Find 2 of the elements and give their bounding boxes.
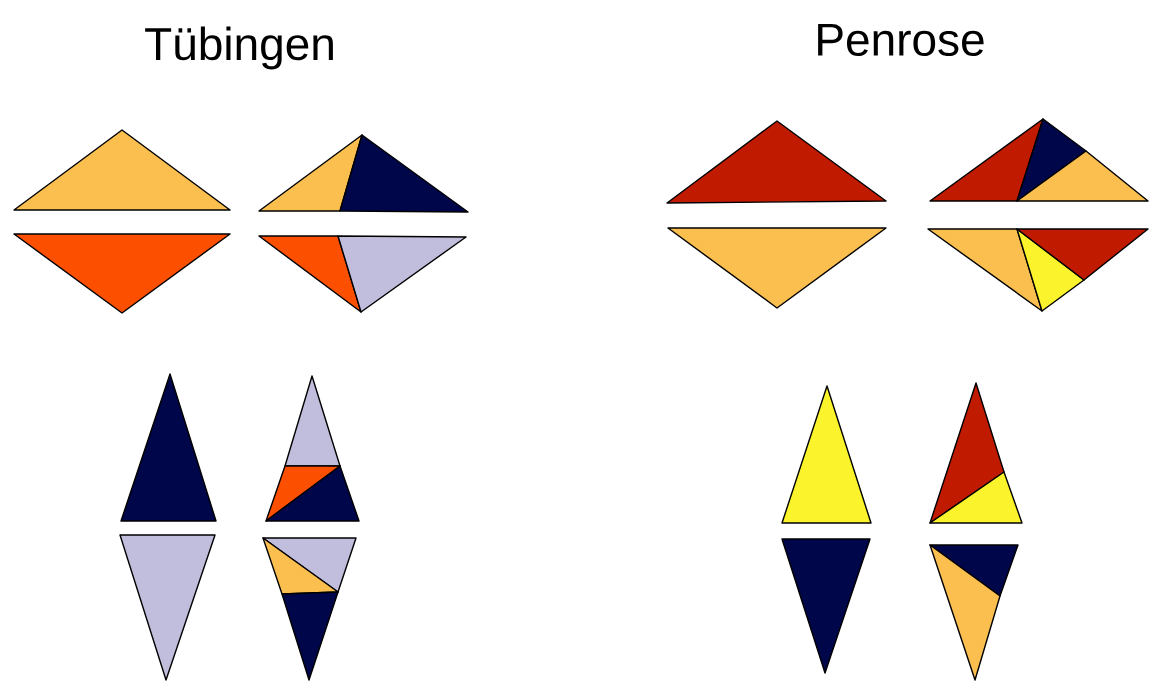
heading: Tübingen — [145, 26, 333, 70]
heading: Penrose — [818, 23, 984, 57]
